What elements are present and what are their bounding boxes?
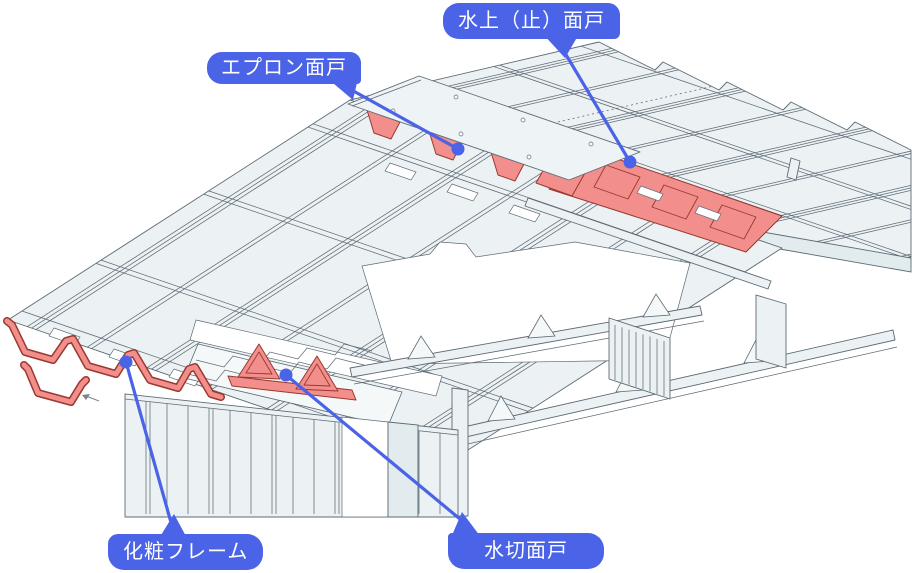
roof-opening bbox=[361, 241, 691, 365]
callout-apron-mendo: エプロン面戸 bbox=[207, 52, 361, 84]
callout-mizukiri-mendo: 水切面戸 bbox=[448, 533, 604, 569]
wall-gap bbox=[341, 416, 389, 518]
drip-closures bbox=[227, 343, 357, 401]
ridge-purlin bbox=[524, 197, 772, 290]
leader-line bbox=[124, 360, 174, 528]
leader-line bbox=[284, 373, 468, 526]
callout-label: エプロン面戸 bbox=[221, 57, 347, 79]
callout-label: 化粧フレーム bbox=[123, 541, 249, 563]
under-sheet-corrugation bbox=[195, 343, 373, 368]
leader-dot bbox=[279, 368, 293, 382]
apron-flashing bbox=[347, 75, 641, 181]
leader-dot bbox=[623, 155, 637, 169]
under-sheet-corrugation bbox=[187, 357, 365, 382]
wall-column bbox=[387, 421, 419, 518]
roof-clip-fastener bbox=[786, 157, 801, 181]
callout-mizukami-dome-mendo: 水上（止）面戸 bbox=[443, 3, 620, 39]
callout-tail bbox=[543, 34, 579, 58]
callout-label: 水上（止）面戸 bbox=[458, 10, 605, 32]
leader-line bbox=[346, 86, 460, 151]
leader-dot bbox=[119, 355, 133, 369]
leader-line bbox=[560, 46, 632, 164]
callout-label: 水切面戸 bbox=[484, 540, 568, 562]
callout-kesho-frame: 化粧フレーム bbox=[108, 534, 264, 570]
leader-dot bbox=[451, 142, 465, 156]
upper-roof-ribs bbox=[367, 42, 911, 258]
